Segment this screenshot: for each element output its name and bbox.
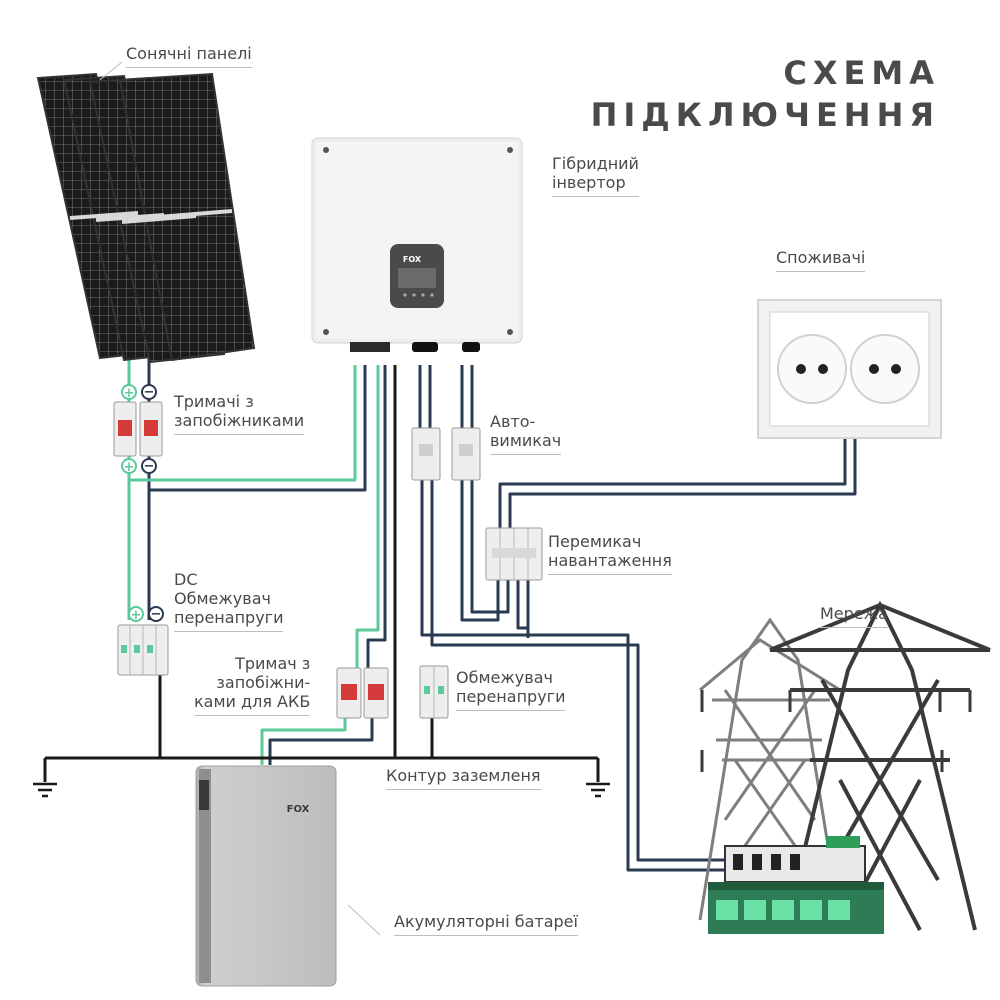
diagram-title: СХЕМА ПІДКЛЮЧЕННЯ: [591, 52, 940, 136]
wire-switch-to-grid-a: [516, 580, 528, 630]
solar-panels: [36, 72, 256, 364]
diagram-title-line-2: ПІДКЛЮЧЕННЯ: [590, 96, 940, 134]
load-switch-label-line-1: Перемикач: [548, 532, 642, 551]
svg-text:−: −: [144, 385, 155, 400]
wire-pv-to-inverter-positive: [129, 365, 357, 482]
batteries-label: Акумуляторні батареї: [394, 912, 578, 936]
battery-brand-logo: FOX: [287, 804, 310, 815]
battery-fuse-label-line-1: Тримач з: [235, 654, 311, 673]
dc-surge-protector: [117, 624, 169, 676]
svg-text:−: −: [151, 607, 162, 622]
fuse-holders-label-line-1: Тримачі з: [174, 392, 254, 411]
fuse-holders-label: Тримачі з запобіжниками: [174, 392, 305, 435]
surge-label-line-1: Обмежувач: [456, 668, 553, 687]
circuit-breakers: [411, 427, 481, 481]
ground-loop-label: Контур заземленя: [386, 766, 541, 790]
wire-battery-negative: [268, 365, 387, 765]
dc-surge-label-line-1: DC: [174, 570, 198, 589]
power-grid: [698, 600, 991, 931]
inverter-label-line-2: інвертор: [552, 173, 626, 192]
plus-marker-mid: +: [121, 458, 137, 475]
dc-surge-label-line-2: Обмежувач: [174, 589, 271, 608]
ground-symbol-left: [33, 782, 57, 798]
inverter-label: Гібридний інвертор: [552, 154, 639, 197]
inverter-label-line-1: Гібридний: [552, 154, 639, 173]
solar-panels-label: Сонячні панелі: [126, 44, 252, 68]
svg-text:−: −: [144, 459, 155, 474]
dc-surge-label-line-3: перенапруги: [174, 608, 284, 627]
load-switch-label-line-2: навантаження: [548, 551, 672, 570]
wire-switch-to-consumers-a: [498, 438, 847, 528]
diagram-title-line-1: СХЕМА: [783, 54, 940, 92]
wire-breaker-to-grid-b: [430, 478, 730, 862]
wire-breaker-to-grid-a: [420, 478, 730, 872]
solar-label-leader: [99, 61, 123, 81]
battery: FOX: [195, 765, 337, 987]
minus-marker-mid: −: [141, 458, 157, 474]
battery-fuse-label: Тримач з запобіжни- ками для АКБ: [194, 654, 311, 716]
circuit-breaker-label-line-1: Авто-: [490, 412, 536, 431]
battery-fuse-label-line-3: ками для АКБ: [194, 692, 311, 711]
consumers-label: Споживачі: [776, 248, 866, 272]
battery-fuse-label-line-2: запобіжни-: [216, 673, 311, 692]
svg-text:+: +: [124, 386, 135, 401]
wire-breaker-to-switch-b: [470, 478, 510, 614]
ground-symbol-right: [586, 782, 610, 798]
ac-surge-protector: [419, 665, 449, 719]
load-switch-label: Перемикач навантаження: [548, 532, 672, 575]
surge-label-line-2: перенапруги: [456, 687, 566, 706]
consumers-socket: [757, 299, 942, 439]
wire-switch-to-consumers-b: [508, 438, 857, 528]
substation: [708, 836, 884, 934]
circuit-breaker-label: Авто- вимикач: [490, 412, 562, 455]
svg-text:+: +: [124, 460, 135, 475]
wiring: [43, 358, 857, 872]
inverter-brand-logo: FOX: [403, 255, 422, 264]
wire-pv-to-inverter-negative: [149, 365, 367, 492]
load-switch: [485, 527, 543, 581]
fuse-holders-label-line-2: запобіжниками: [174, 411, 305, 430]
hybrid-inverter: FOX: [311, 137, 523, 352]
minus-marker-top: −: [141, 384, 157, 400]
battery-label-leader: [347, 904, 381, 936]
plus-marker-top: +: [121, 384, 137, 401]
wire-battery-positive: [260, 365, 380, 765]
grid-label: Мережа: [820, 604, 888, 628]
surge-label: Обмежувач перенапруги: [456, 668, 566, 711]
battery-fuse-holder: [336, 667, 389, 719]
svg-text:+: +: [131, 608, 142, 623]
minus-marker-low: −: [148, 606, 164, 622]
circuit-breaker-label-line-2: вимикач: [490, 431, 562, 450]
dc-surge-label: DC Обмежувач перенапруги: [174, 570, 284, 632]
pv-fuse-holders: [113, 401, 163, 457]
wire-breaker-to-switch-a: [460, 478, 500, 622]
plus-marker-low: +: [128, 606, 144, 623]
polarity-markers: + − + − + −: [121, 384, 164, 623]
